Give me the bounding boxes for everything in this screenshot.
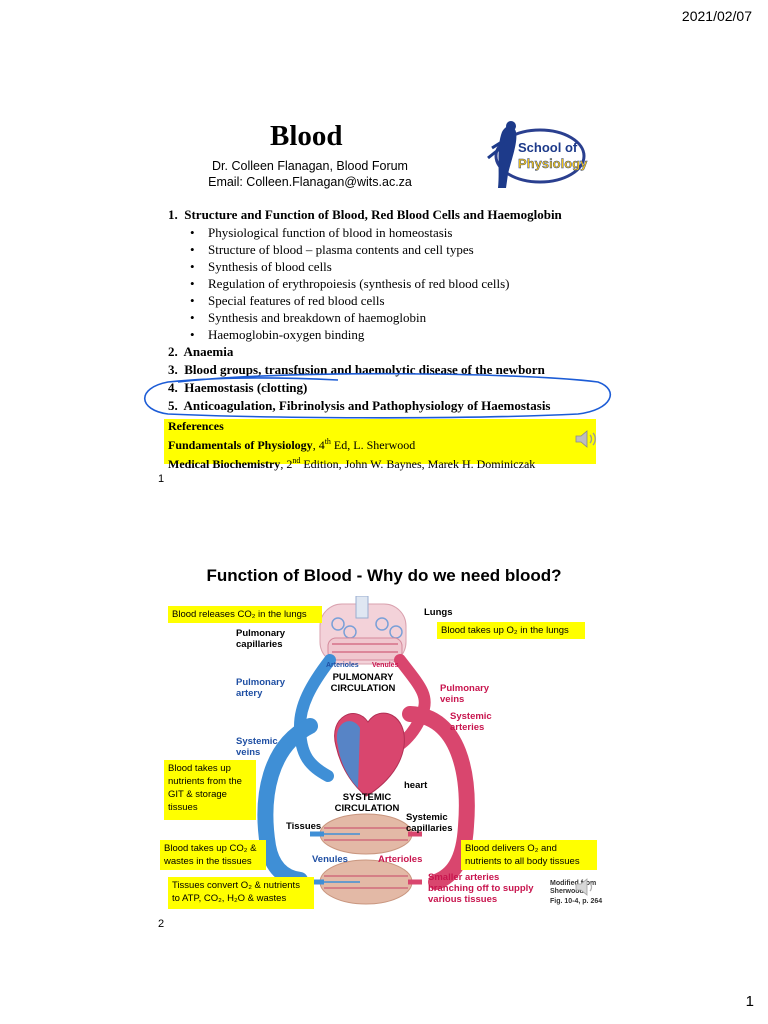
logo-line-1: School of [518, 140, 578, 155]
label-arterioles: Arterioles [378, 854, 423, 865]
label-tissues: Tissues [286, 821, 322, 832]
label-pulmonary-artery: Pulmonary artery [236, 677, 286, 699]
bullet-item: Structure of blood – plasma contents and… [190, 241, 608, 258]
label-arterioles-top: Arterioles [326, 662, 359, 669]
label-pulmonary-capillaries: Pulmonary capillaries [236, 628, 286, 650]
slide-number: 1 [158, 473, 165, 485]
bullet-item: Synthesis and breakdown of haemoglobin [190, 309, 608, 326]
label-systemic-capillaries: Systemic capillaries [406, 812, 453, 834]
credit-modified: Modified from Sherwood [550, 880, 597, 895]
author-name: Dr. Colleen Flanagan, Blood Forum [212, 159, 408, 173]
label-smaller-arteries: Smaller arteries branching off to supply… [428, 872, 534, 905]
header-date: 2021/02/07 [681, 8, 752, 24]
speaker-icon[interactable] [574, 428, 600, 450]
outline-item-4: 4. Haemostasis (clotting) [168, 380, 308, 395]
note-tissues-convert: Tissues convert O₂ & nutrients to ATP, C… [168, 877, 314, 909]
circulation-diagram [257, 596, 475, 905]
label-pulmonary-circulation: PULMONARY CIRCULATION [330, 672, 396, 694]
label-venules-top: Venules [372, 662, 399, 669]
note-co2-release: Blood releases CO₂ in the lungs [168, 606, 322, 623]
author-email: Email: Colleen.Flanagan@wits.ac.za [208, 175, 412, 189]
reference-2: Medical Biochemistry, 2nd Edition, John … [168, 456, 536, 471]
author-block: Dr. Colleen Flanagan, Blood Forum Email:… [190, 158, 430, 190]
handdrawn-circle-annotation [143, 372, 611, 419]
bullet-item: Special features of red blood cells [190, 292, 608, 309]
label-pulmonary-veins: Pulmonary veins [440, 683, 490, 705]
reference-1: Fundamentals of Physiology, 4th Ed, L. S… [168, 437, 416, 452]
page-number: 1 [745, 993, 754, 1010]
label-lungs: Lungs [424, 607, 453, 618]
outline-item-2: 2. Anaemia [168, 344, 234, 359]
bullet-item: Haemoglobin-oxygen binding [190, 326, 608, 343]
outline-item-3: 3. Blood groups, transfusion and haemoly… [168, 362, 545, 377]
slide-title: Blood [270, 120, 343, 152]
label-systemic-circulation: SYSTEMIC CIRCULATION [334, 792, 400, 814]
outline-item-1: 1. Structure and Function of Blood, Red … [168, 207, 562, 222]
slide-number: 2 [158, 918, 165, 930]
outline-bullets: Physiological function of blood in homeo… [168, 224, 608, 343]
slide-title: Function of Blood - Why do we need blood… [206, 566, 562, 585]
note-o2-delivery: Blood delivers O₂ and nutrients to all b… [461, 840, 597, 870]
label-systemic-veins: Systemic veins [236, 736, 278, 758]
label-heart: heart [404, 780, 428, 791]
school-of-physiology-logo: School of Physiology [487, 121, 588, 188]
bullet-item: Regulation of erythropoiesis (synthesis … [190, 275, 608, 292]
credit-figure: Fig. 10-4, p. 264 [550, 898, 603, 905]
speaker-icon[interactable] [574, 876, 600, 898]
outline-item-5: 5. Anticoagulation, Fibrinolysis and Pat… [168, 398, 551, 413]
bullet-item: Physiological function of blood in homeo… [190, 224, 608, 241]
bullet-item: Synthesis of blood cells [190, 258, 608, 275]
outline: 1. Structure and Function of Blood, Red … [168, 206, 608, 415]
label-systemic-arteries: Systemic arteries [450, 711, 492, 733]
label-venules: Venules [312, 854, 348, 865]
references-heading: References [168, 419, 224, 433]
logo-line-2: Physiology [518, 156, 588, 171]
note-co2-wastes: Blood takes up CO₂ & wastes in the tissu… [160, 840, 266, 870]
references-box: References Fundamentals of Physiology, 4… [164, 419, 596, 471]
note-o2-uptake: Blood takes up O₂ in the lungs [437, 622, 585, 639]
note-nutrients: Blood takes up nutrients from the GIT & … [164, 760, 256, 820]
